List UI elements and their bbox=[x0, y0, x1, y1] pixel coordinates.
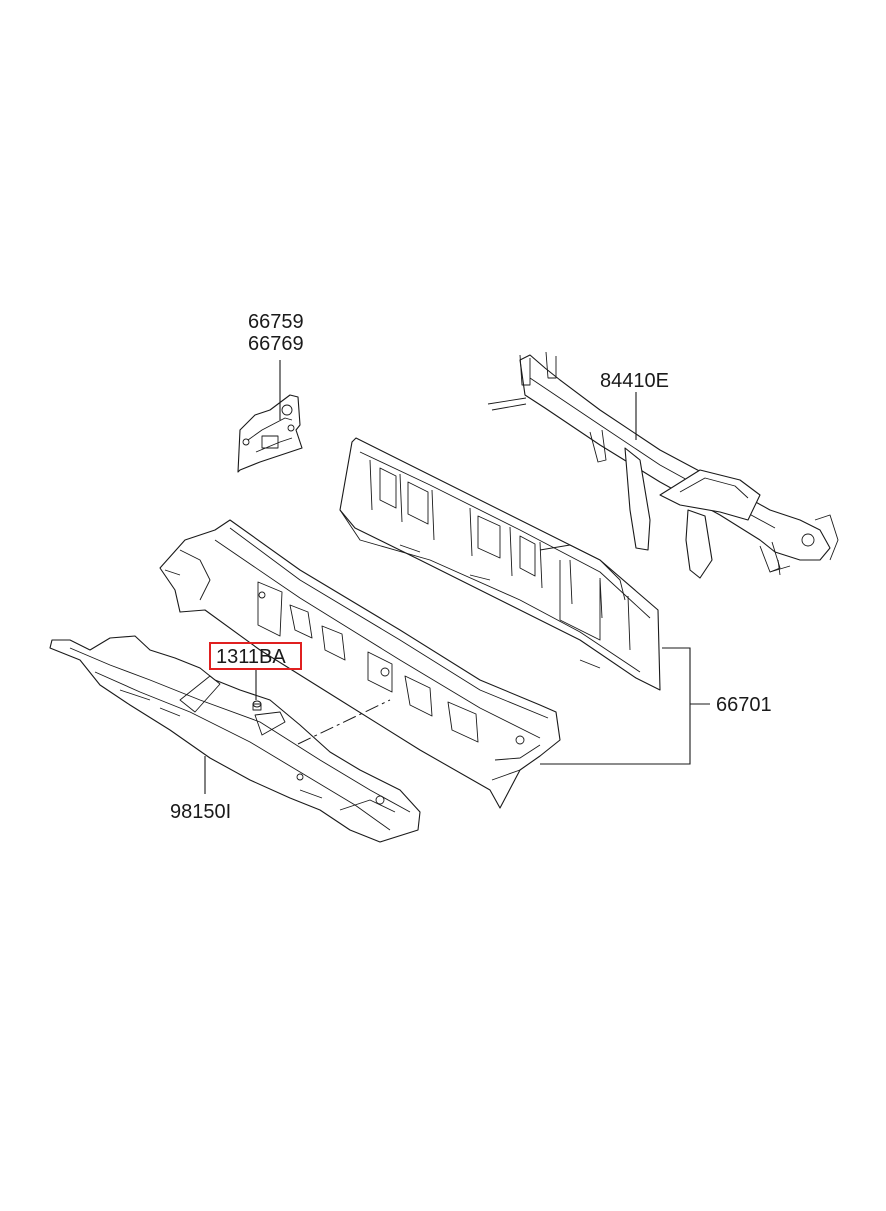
label-clip[interactable]: 1311BA bbox=[216, 646, 286, 668]
part-labels: 66759 66769 84410E 66701 1311BA 98150I bbox=[170, 311, 772, 823]
clip-highlight-box bbox=[209, 642, 302, 670]
label-crossmember[interactable]: 84410E bbox=[600, 370, 669, 392]
leader-lines bbox=[204, 360, 710, 794]
label-bracket-lower[interactable]: 66769 bbox=[248, 333, 304, 355]
clip-part[interactable] bbox=[252, 700, 262, 711]
cowl-cover-part[interactable] bbox=[49, 635, 421, 843]
cowl-inner-panel[interactable] bbox=[339, 437, 661, 691]
alignment-line bbox=[297, 699, 391, 745]
label-bracket-upper[interactable]: 66759 bbox=[248, 311, 304, 333]
bracket-part[interactable] bbox=[237, 394, 303, 473]
label-cowl-panel[interactable]: 66701 bbox=[716, 694, 772, 716]
crossmember-part[interactable] bbox=[487, 351, 839, 579]
cowl-outer-panel[interactable] bbox=[159, 519, 561, 809]
label-cowl-cover[interactable]: 98150I bbox=[170, 801, 231, 823]
